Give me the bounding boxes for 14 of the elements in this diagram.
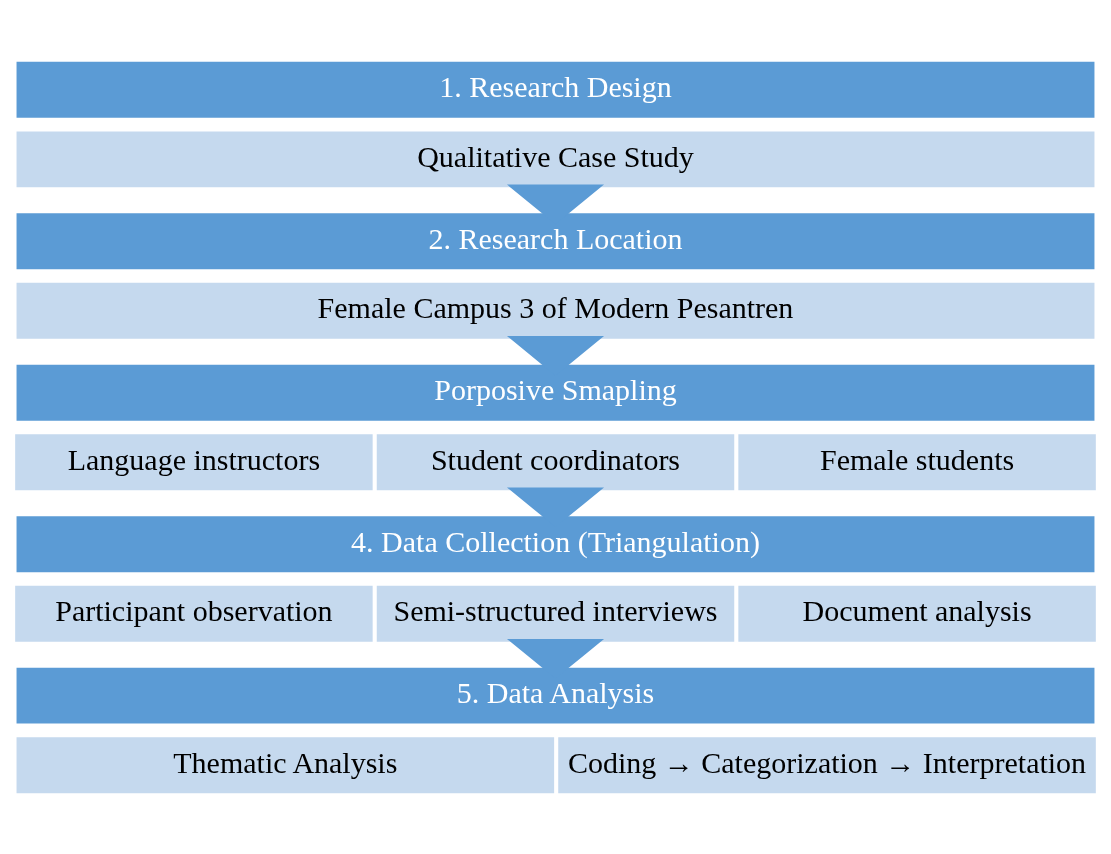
node-box: Participant observation: [12, 582, 376, 644]
node-box: Female students: [735, 431, 1099, 493]
node-box: Porposive Smapling: [13, 361, 1098, 423]
node-box: 1. Research Design: [13, 58, 1098, 120]
node-box: Coding → Categorization → Interpretation: [555, 734, 1099, 796]
node-box: Qualitative Case Study: [13, 128, 1098, 190]
node-box: Language instructors: [12, 431, 376, 493]
node-box: 2. Research Location: [13, 210, 1098, 272]
node-box: Student coordinators: [374, 431, 737, 493]
node-box: Thematic Analysis: [13, 734, 557, 796]
node-box: 5. Data Analysis: [13, 664, 1098, 726]
node-box: Female Campus 3 of Modern Pesantren: [13, 279, 1098, 342]
node-box: Document analysis: [735, 582, 1099, 644]
node-box: Semi-structured interviews: [374, 582, 737, 644]
